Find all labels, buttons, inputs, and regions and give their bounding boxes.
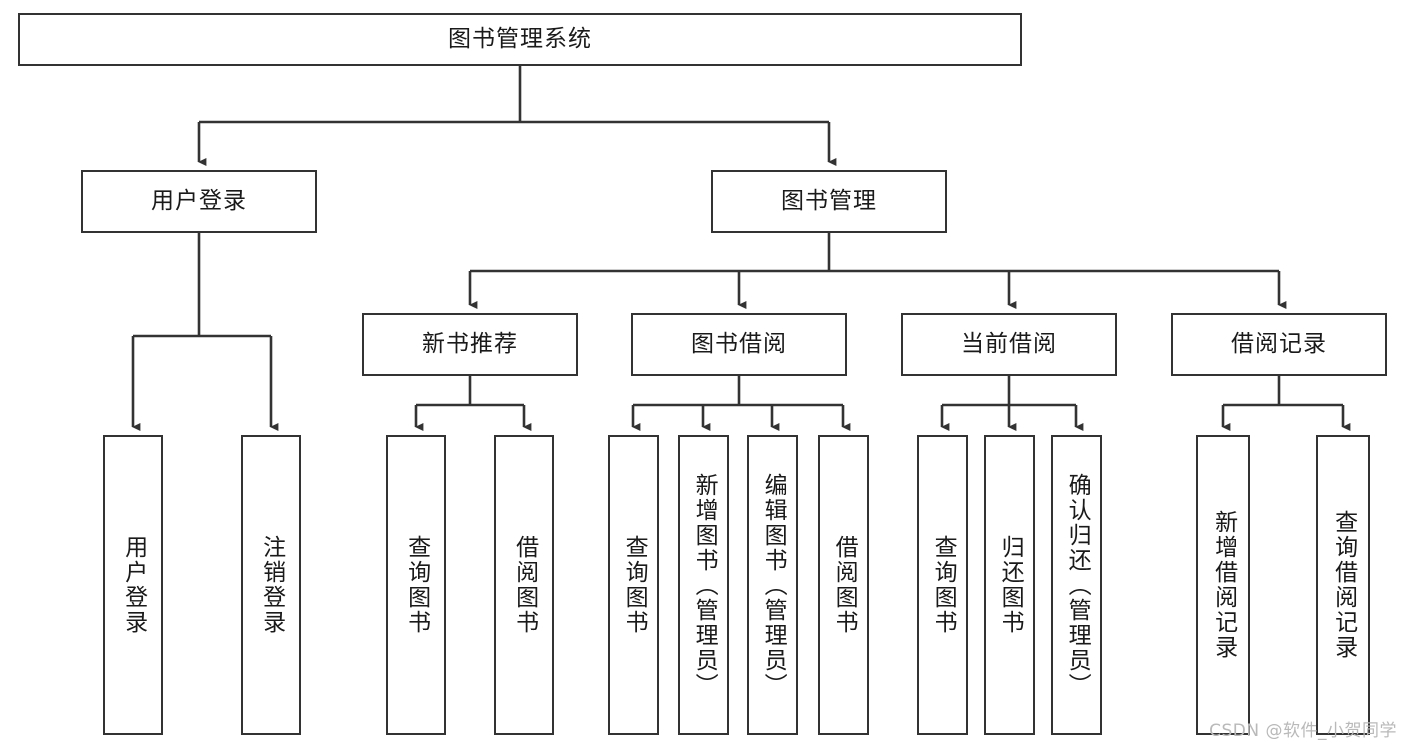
- leaf-new-book-query[interactable]: 查询图书: [386, 435, 446, 735]
- node-label: 借阅记录: [1231, 331, 1327, 358]
- node-label: 当前借阅: [961, 331, 1057, 358]
- leaf-borrow-query-book[interactable]: 查询图书: [608, 435, 659, 735]
- node-label: 归还图书: [997, 535, 1024, 635]
- node-label: 新增图书（管理员）: [691, 472, 718, 698]
- node-current-borrow[interactable]: 当前借阅: [901, 313, 1117, 376]
- leaf-current-query-book[interactable]: 查询图书: [917, 435, 968, 735]
- node-root-book-management-system[interactable]: 图书管理系统: [18, 13, 1022, 66]
- node-label: 查询图书: [403, 535, 430, 635]
- node-label: 图书管理: [781, 188, 877, 215]
- node-user-login[interactable]: 用户登录: [81, 170, 317, 233]
- leaf-borrow-add-book-admin[interactable]: 新增图书（管理员）: [678, 435, 729, 735]
- node-label: 编辑图书（管理员）: [760, 472, 787, 698]
- node-label: 注销登录: [258, 535, 285, 635]
- node-label: 图书借阅: [691, 331, 787, 358]
- node-label: 查询图书: [930, 535, 957, 635]
- node-label: 确认归还（管理员）: [1064, 472, 1091, 698]
- leaf-record-add-record[interactable]: 新增借阅记录: [1196, 435, 1250, 735]
- leaf-record-query-record[interactable]: 查询借阅记录: [1316, 435, 1370, 735]
- node-book-management[interactable]: 图书管理: [711, 170, 947, 233]
- leaf-borrow-borrow-book[interactable]: 借阅图书: [818, 435, 869, 735]
- node-label: 新增借阅记录: [1210, 510, 1237, 660]
- node-new-book-recommend[interactable]: 新书推荐: [362, 313, 578, 376]
- leaf-user-login-logout[interactable]: 注销登录: [241, 435, 301, 735]
- node-label: 借阅图书: [831, 535, 858, 635]
- csdn-watermark: CSDN @软件_小贺同学: [1209, 721, 1397, 741]
- leaf-new-book-borrow[interactable]: 借阅图书: [494, 435, 554, 735]
- node-label: 借阅图书: [511, 535, 538, 635]
- node-label: 新书推荐: [422, 331, 518, 358]
- leaf-current-confirm-return-admin[interactable]: 确认归还（管理员）: [1051, 435, 1102, 735]
- node-label: 用户登录: [151, 188, 247, 215]
- node-label: 查询图书: [621, 535, 648, 635]
- node-book-borrow[interactable]: 图书借阅: [631, 313, 847, 376]
- leaf-user-login-login[interactable]: 用户登录: [103, 435, 163, 735]
- leaf-borrow-edit-book-admin[interactable]: 编辑图书（管理员）: [747, 435, 798, 735]
- node-label: 用户登录: [120, 535, 147, 635]
- node-label: 查询借阅记录: [1330, 510, 1357, 660]
- node-label: 图书管理系统: [448, 26, 592, 53]
- node-borrow-record[interactable]: 借阅记录: [1171, 313, 1387, 376]
- leaf-current-return-book[interactable]: 归还图书: [984, 435, 1035, 735]
